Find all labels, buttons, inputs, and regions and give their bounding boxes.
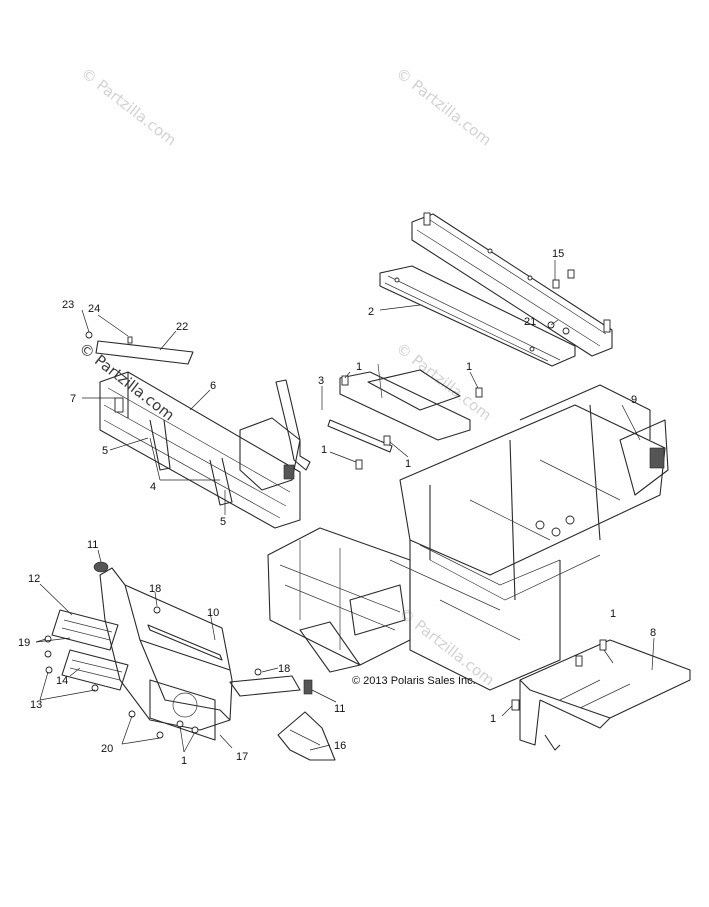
callout-label: 17: [236, 751, 248, 763]
callout-label: 18: [149, 583, 161, 595]
callout-label: 21: [524, 316, 536, 328]
callout-label: 7: [70, 393, 76, 405]
callout-label: 23: [62, 299, 74, 311]
callout-label: 6: [210, 380, 216, 392]
copyright-notice: © 2013 Polaris Sales Inc.: [352, 675, 476, 687]
callout-label: 9: [631, 394, 637, 406]
part-bracket-3: [275, 363, 483, 471]
callout-label: 1: [181, 755, 187, 767]
callout-label: 12: [28, 573, 40, 585]
callout-label: 20: [101, 743, 113, 755]
part-rear-rail: [511, 639, 691, 751]
callout-label: 2: [368, 306, 374, 318]
part-front-bumper: [44, 561, 313, 741]
callout-label: 5: [102, 445, 108, 457]
callout-label: 10: [207, 607, 219, 619]
callout-label: 15: [552, 248, 564, 260]
watermark: © Partzilla.com: [78, 64, 180, 149]
watermark: © Partzilla.com: [76, 339, 178, 424]
callout-label: 14: [56, 675, 68, 687]
callout-label: 1: [610, 608, 616, 620]
watermark-group: © Partzilla.com © Partzilla.com © Partzi…: [76, 64, 498, 689]
part-front-subframe: [99, 371, 301, 529]
callout-label: 18: [278, 663, 290, 675]
callout-label: 1: [405, 458, 411, 470]
callout-label: 11: [334, 703, 345, 715]
callout-label: 1: [466, 361, 472, 373]
watermark: © Partzilla.com: [393, 339, 495, 424]
callout-label: 3: [318, 375, 324, 387]
callout-label: 1: [490, 713, 496, 725]
callout-label: 5: [220, 516, 226, 528]
callout-label: 11: [87, 539, 98, 551]
callout-labels: 23 24 22 7 6 5 4 5 2 15 21 3 1 1 1 1 9 1…: [18, 248, 656, 767]
callout-label: 22: [176, 321, 188, 333]
callout-label: 19: [18, 637, 30, 649]
callout-label: 24: [88, 303, 100, 315]
callout-label: 13: [30, 699, 42, 711]
part-rear-panel: [379, 212, 613, 367]
callout-label: 1: [356, 361, 362, 373]
part-skid-16: [277, 711, 336, 761]
leader-lines: [35, 260, 655, 753]
part-main-frame: [267, 384, 669, 691]
callout-label: 1: [321, 444, 327, 456]
callout-label: 8: [650, 627, 656, 639]
callout-label: 16: [334, 740, 346, 752]
watermark: © Partzilla.com: [393, 64, 495, 149]
callout-label: 4: [150, 481, 156, 493]
